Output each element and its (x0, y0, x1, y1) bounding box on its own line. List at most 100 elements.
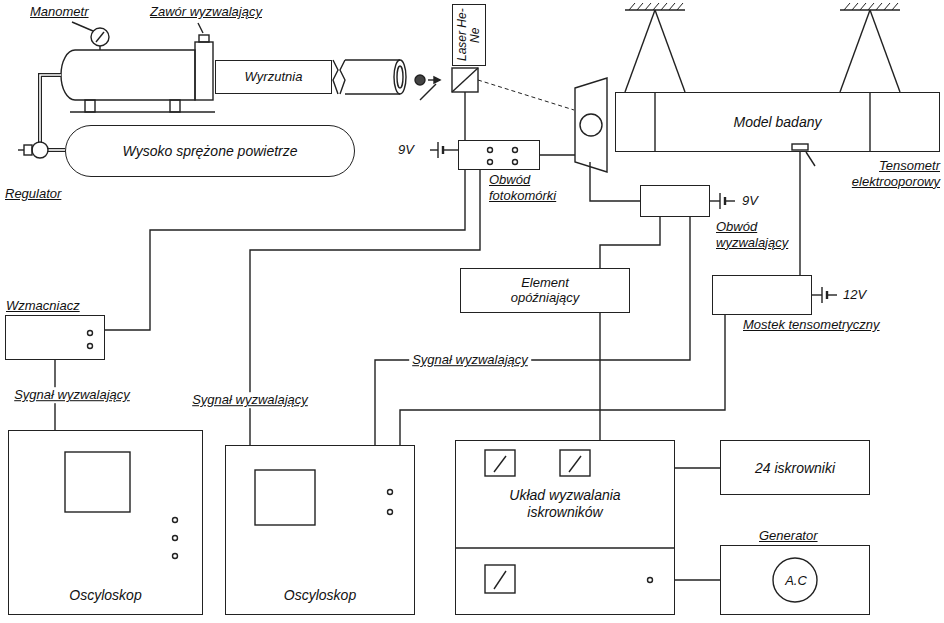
signal-wire (599, 313, 600, 440)
air-tank: Wysoko sprężone powietrze (65, 125, 355, 177)
projectile-part (434, 77, 440, 83)
launcher-tube-end-part (333, 60, 338, 94)
regulator-symbol-part (24, 145, 32, 155)
voltage-label: 12V (843, 287, 866, 303)
projectile (415, 75, 440, 85)
node-text: 24 iskrowniki (745, 459, 845, 476)
strain-gauge-part (799, 152, 800, 275)
meters-part (560, 450, 590, 476)
amplifier-terminals (88, 331, 93, 349)
meters-part (485, 450, 515, 476)
spark-gaps: 24 iskrowniki (720, 440, 870, 495)
photocell-part (580, 114, 602, 136)
strain-bridge: Mostek tensometryczny (712, 275, 812, 315)
regulator-symbol (18, 142, 48, 158)
ceiling-suspension-part (869, 92, 870, 152)
oscilloscope: Oscyloskop (8, 430, 203, 615)
voltage-label: 9V (742, 193, 758, 209)
node-text: Oscyloskop (9, 587, 202, 604)
battery-trigger-part (710, 200, 720, 201)
node-text: Układ wyzwalania iskrowników (485, 487, 645, 521)
battery-trigger-part (719, 193, 720, 209)
node-text: Mostek tensometryczny (743, 317, 880, 333)
part-label: Zawór wyzwalający (150, 4, 262, 20)
signal-wire (675, 467, 720, 468)
node-text: Wzmacniacz (6, 298, 80, 314)
ceiling-suspension-part (629, 3, 898, 10)
oscilloscope-screens-part (388, 510, 393, 515)
test-model: Model badany (615, 92, 940, 152)
ceiling-suspension-part (870, 10, 900, 92)
optics (420, 68, 574, 140)
vessel-supports (70, 100, 215, 112)
ceiling-suspension-part-part (669, 3, 675, 10)
oscilloscope: Oscyloskop (225, 445, 415, 615)
battery-bridge-part (821, 287, 822, 303)
vessel-supports-part (170, 100, 180, 112)
photocell-terminals-part (488, 148, 493, 153)
launcher-tube-end-part (397, 66, 403, 88)
ceiling-suspension-part-part (876, 3, 882, 10)
node-text: Obwód fotokomórki (489, 172, 569, 203)
pressure-vessel (61, 22, 195, 100)
pressure-vessel-part (72, 22, 93, 31)
node-text: Wysoko sprężone powietrze (72, 143, 348, 160)
signal-wire (400, 315, 725, 445)
oscilloscope-screens (65, 452, 393, 559)
projectile-part (415, 75, 425, 85)
strain-gauge (792, 144, 815, 275)
strain-gauge-part (806, 152, 815, 166)
battery-photocell-part (437, 142, 438, 158)
launcher-tube-end-part (394, 60, 406, 94)
photocell-terminals-part (513, 148, 518, 153)
photocell-terminals-part (488, 160, 493, 165)
photocell-part (575, 78, 607, 172)
ceiling-suspension (625, 3, 900, 152)
optics-part (452, 68, 478, 92)
ceiling-suspension-part-part (677, 3, 683, 10)
photocell-part (590, 162, 640, 201)
battery-bridge (812, 287, 837, 303)
signal-label: Sygnał wyzwalający (409, 352, 531, 368)
launcher-tube-end (333, 60, 406, 94)
photocell-terminals (488, 148, 518, 165)
laser-box: Laser He-Ne (452, 4, 486, 66)
pressure-vessel-part (96, 32, 104, 42)
meters-part (494, 456, 506, 472)
spark-trigger-unit: Układ wyzwalania iskrowników (455, 440, 675, 615)
signal-label: Sygnał wyzwalający (11, 387, 133, 403)
oscilloscope-screens-part (173, 536, 178, 541)
photocell (540, 78, 640, 201)
delay-element: Element opóźniający (460, 268, 630, 313)
air-pipe-part (40, 75, 61, 142)
trigger-valve-part (199, 35, 209, 42)
optics-part (464, 92, 465, 140)
ceiling-suspension-part (655, 10, 685, 92)
ceiling-suspension-part-part (661, 3, 667, 10)
optics-part (420, 84, 436, 100)
meters (455, 450, 675, 593)
trigger-valve-part (195, 42, 213, 100)
strain-gauge-part (792, 144, 808, 150)
photocell-circuit: Obwód fotokomórki (458, 140, 540, 170)
node-text: Generator (759, 528, 818, 544)
part-label: Regulator (5, 186, 61, 202)
signal-wire (600, 217, 660, 268)
launcher-tube-end-part (340, 60, 345, 94)
battery-bridge-part (812, 294, 822, 295)
ceiling-suspension-part (654, 92, 655, 152)
battery-photocell-part (443, 149, 458, 150)
generator: GeneratorA.C (720, 545, 870, 615)
generator-symbol (773, 558, 817, 602)
trigger-valve (195, 23, 213, 100)
meters-part (455, 547, 675, 548)
pressure-vessel-part (91, 28, 109, 46)
oscilloscope-screens-part (173, 554, 178, 559)
battery-photocell (430, 142, 458, 158)
amplifier-terminals-part (88, 331, 93, 336)
optics-part (478, 80, 574, 110)
ceiling-suspension-part-part (844, 3, 850, 10)
trigger-valve-part (198, 23, 203, 33)
